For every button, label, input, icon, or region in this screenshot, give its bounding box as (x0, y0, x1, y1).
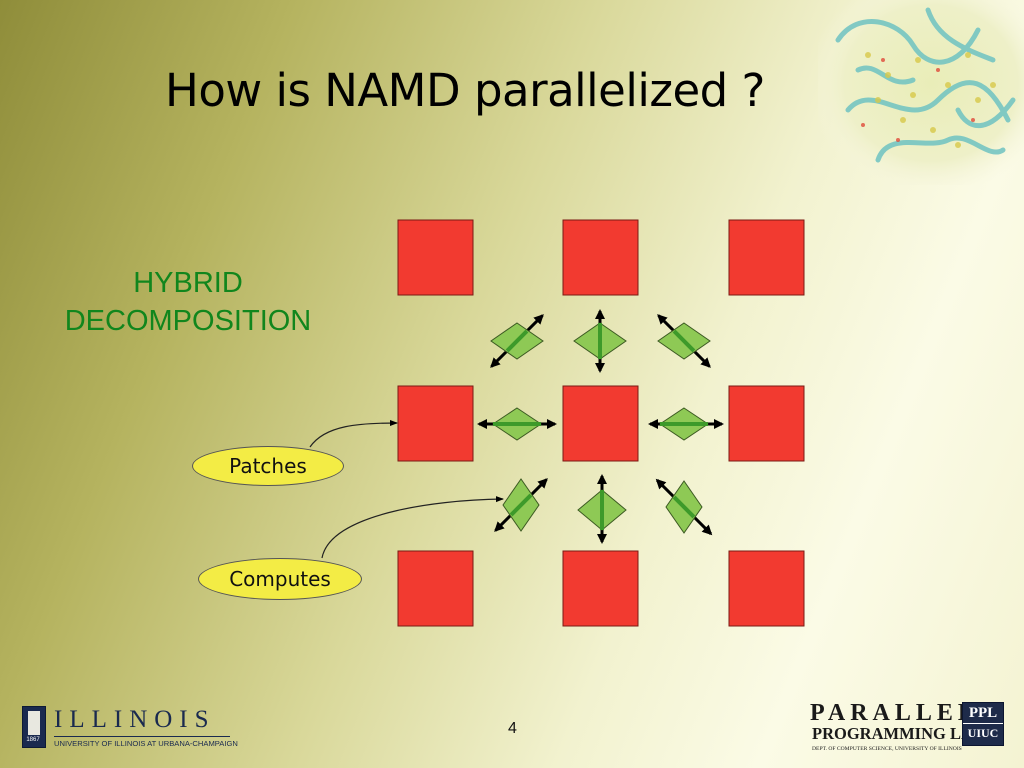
patch (562, 550, 639, 627)
compute-right (648, 407, 724, 441)
patch-center (562, 385, 639, 462)
illinois-logo: 1867 ILLINOIS UNIVERSITY OF ILLINOIS AT … (20, 706, 238, 752)
patches-connector (309, 420, 398, 448)
ppl-badge-icon: PPL UIUC (962, 702, 1004, 746)
illinois-year: 1867 (26, 737, 40, 743)
ppl-logo: PARALLEL PROGRAMMING LAB DEPT. OF COMPUT… (810, 700, 1010, 760)
page-number: 4 (508, 720, 517, 737)
patch (728, 550, 805, 627)
ppl-badge-top: PPL (963, 703, 1003, 724)
patch (397, 219, 474, 296)
computes-label: Computes (229, 567, 331, 591)
heading-line: HYBRID (133, 267, 243, 299)
illinois-wordmark: ILLINOIS (54, 706, 216, 733)
illinois-i-icon (22, 706, 46, 748)
computes-callout: Computes (198, 558, 362, 600)
patch (728, 385, 805, 462)
compute-top-right (657, 314, 711, 368)
heading-line: DECOMPOSITION (64, 305, 312, 337)
patch (562, 219, 639, 296)
computes-connector (321, 496, 504, 559)
patch (397, 550, 474, 627)
patches-label: Patches (229, 454, 307, 478)
compute-top (573, 309, 627, 373)
ppl-badge-bottom: UIUC (967, 726, 999, 740)
compute-bottom-left (494, 478, 548, 532)
hybrid-decomposition-label: HYBRID DECOMPOSITION (40, 264, 336, 340)
illinois-divider (54, 736, 230, 737)
illinois-subtitle: UNIVERSITY OF ILLINOIS AT URBANA-CHAMPAI… (54, 739, 238, 748)
molecule-image (818, 0, 1024, 185)
compute-top-left (490, 314, 544, 368)
patch-grid (397, 219, 805, 627)
patch (728, 219, 805, 296)
slide-title: How is NAMD parallelized ? (165, 64, 765, 117)
patch (397, 385, 474, 462)
compute-left (477, 407, 557, 441)
patches-callout: Patches (192, 446, 344, 486)
ppl-subtitle: PROGRAMMING LAB (812, 724, 984, 743)
compute-bottom (577, 474, 627, 544)
ppl-name: PARALLEL (810, 700, 979, 726)
ppl-dept: DEPT. OF COMPUTER SCIENCE, UNIVERSITY OF… (812, 746, 962, 752)
compute-bottom-right (655, 478, 713, 536)
